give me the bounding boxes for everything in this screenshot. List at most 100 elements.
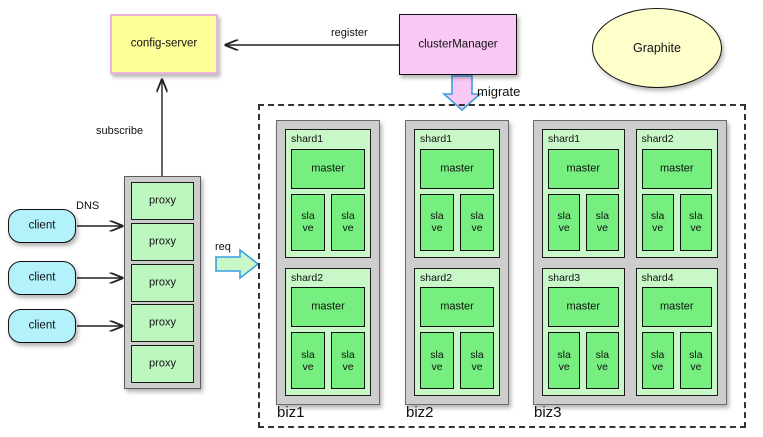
edge-label-subscribe: subscribe: [96, 125, 144, 137]
biz-group-label-2: biz2: [406, 404, 434, 421]
proxy-node[interactable]: proxy: [131, 263, 194, 302]
master-label: master: [566, 162, 601, 175]
master-node[interactable]: master: [548, 148, 619, 189]
shard-title: shard1: [291, 133, 324, 145]
biz-group-label-3: biz3: [534, 404, 562, 421]
shard-title: shard2: [641, 133, 674, 145]
shard-title: shard2: [420, 271, 453, 284]
edge-label-dns: DNS: [76, 200, 100, 212]
client-label: client: [28, 319, 56, 332]
client-label: client: [28, 271, 56, 284]
shard-title: shard3: [548, 271, 581, 284]
edge-label-register: register: [331, 27, 368, 39]
client-node-2[interactable]: client: [8, 261, 76, 295]
config-server-label: config-server: [130, 37, 198, 50]
master-node[interactable]: master: [641, 287, 712, 328]
master-label: master: [311, 162, 345, 175]
config-server-node[interactable]: config-server: [110, 14, 218, 74]
shard-title: shard4: [641, 271, 674, 284]
biz-group-label-1: biz1: [277, 404, 305, 421]
cluster-manager-label: clusterManager: [418, 37, 498, 50]
master-node[interactable]: master: [548, 287, 619, 328]
master-label: master: [566, 300, 601, 313]
req-block-arrow: [215, 248, 260, 280]
proxy-node[interactable]: proxy: [131, 182, 194, 220]
master-node[interactable]: master: [291, 287, 365, 328]
client-node-3[interactable]: client: [8, 309, 76, 343]
master-label: master: [440, 300, 474, 313]
master-label: master: [440, 162, 474, 175]
proxy-label: proxy: [149, 194, 176, 207]
edge-label-req: req: [215, 241, 231, 253]
graphite-node[interactable]: Graphite: [592, 8, 722, 88]
master-node[interactable]: master: [291, 148, 365, 189]
shard-title: shard1: [548, 133, 581, 145]
master-node[interactable]: master: [641, 148, 712, 189]
shard-title: shard2: [291, 271, 324, 284]
cluster-manager-node[interactable]: clusterManager: [399, 14, 517, 75]
master-node[interactable]: master: [420, 287, 494, 328]
proxy-node[interactable]: proxy: [131, 345, 194, 383]
client-node-1[interactable]: client: [8, 209, 76, 243]
proxy-node[interactable]: proxy: [131, 222, 194, 261]
master-label: master: [659, 300, 694, 313]
proxy-node[interactable]: proxy: [131, 304, 194, 343]
biz-boundary: [258, 104, 746, 428]
master-label: master: [311, 300, 345, 313]
shard-title: shard1: [420, 133, 453, 145]
master-node[interactable]: master: [420, 148, 494, 189]
